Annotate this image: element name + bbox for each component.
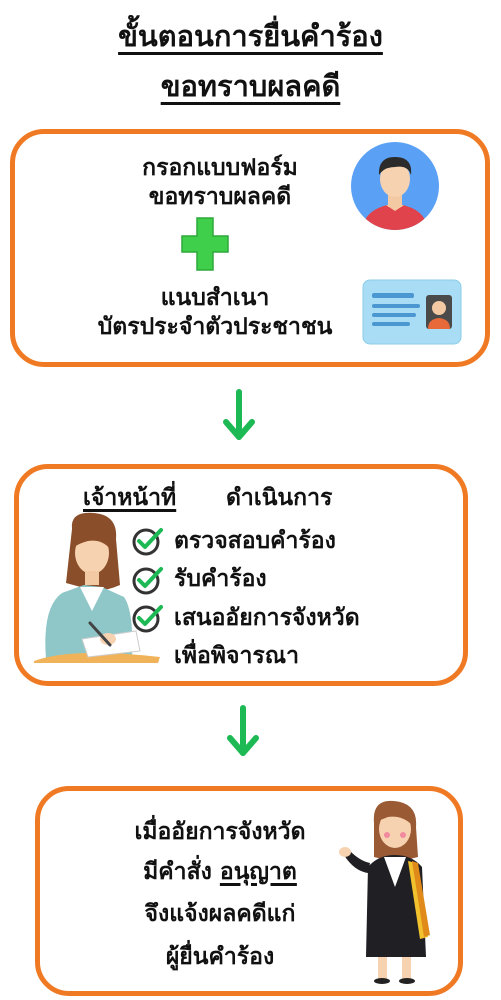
- step2-item-3: เสนออัยการจังหวัด: [174, 605, 360, 631]
- step3-line2-pre: มีคำสั่ง: [143, 859, 212, 885]
- arrow-down-icon: [225, 705, 261, 759]
- attach-text-line1: แนบสำเนา: [160, 285, 270, 311]
- step3-line3: จึงแจ้งผลคดีแก่: [144, 901, 296, 927]
- check-icon: [131, 526, 163, 556]
- action-label: ดำเนินการ: [226, 485, 333, 511]
- form-text-line1: กรอกแบบฟอร์ม: [142, 155, 298, 181]
- user-avatar-icon: [350, 141, 440, 231]
- step2-item-2: รับคำร้อง: [174, 566, 267, 592]
- step2-item-1: ตรวจสอบคำร้อง: [174, 528, 336, 554]
- check-icon: [131, 603, 163, 633]
- prosecutor-icon: [338, 797, 448, 985]
- check-icon: [131, 565, 163, 595]
- attach-text-line2: บัตรประจำตัวประชาชน: [97, 314, 333, 340]
- form-text-line2: ขอทราบผลคดี: [148, 184, 292, 210]
- officer-woman-icon: [32, 511, 160, 663]
- id-card-icon: [362, 279, 462, 345]
- arrow-down-icon: [221, 389, 257, 443]
- officer-label: เจ้าหน้าที่: [83, 485, 177, 511]
- step3-line1: เมื่ออัยการจังหวัด: [134, 819, 306, 845]
- step3-line2-emph: อนุญาต: [219, 859, 297, 885]
- page-title-line1: ขั้นตอนการยื่นคำร้อง: [118, 19, 383, 53]
- step3-line2: มีคำสั่ง อนุญาต: [85, 861, 355, 884]
- step3-line4: ผู้ยื่นคำร้อง: [165, 944, 275, 970]
- plus-icon: [180, 216, 230, 272]
- step2-item-3-cont: เพื่อพิจารณา: [174, 643, 299, 669]
- page-title-line2: ขอทราบผลคดี: [160, 69, 341, 103]
